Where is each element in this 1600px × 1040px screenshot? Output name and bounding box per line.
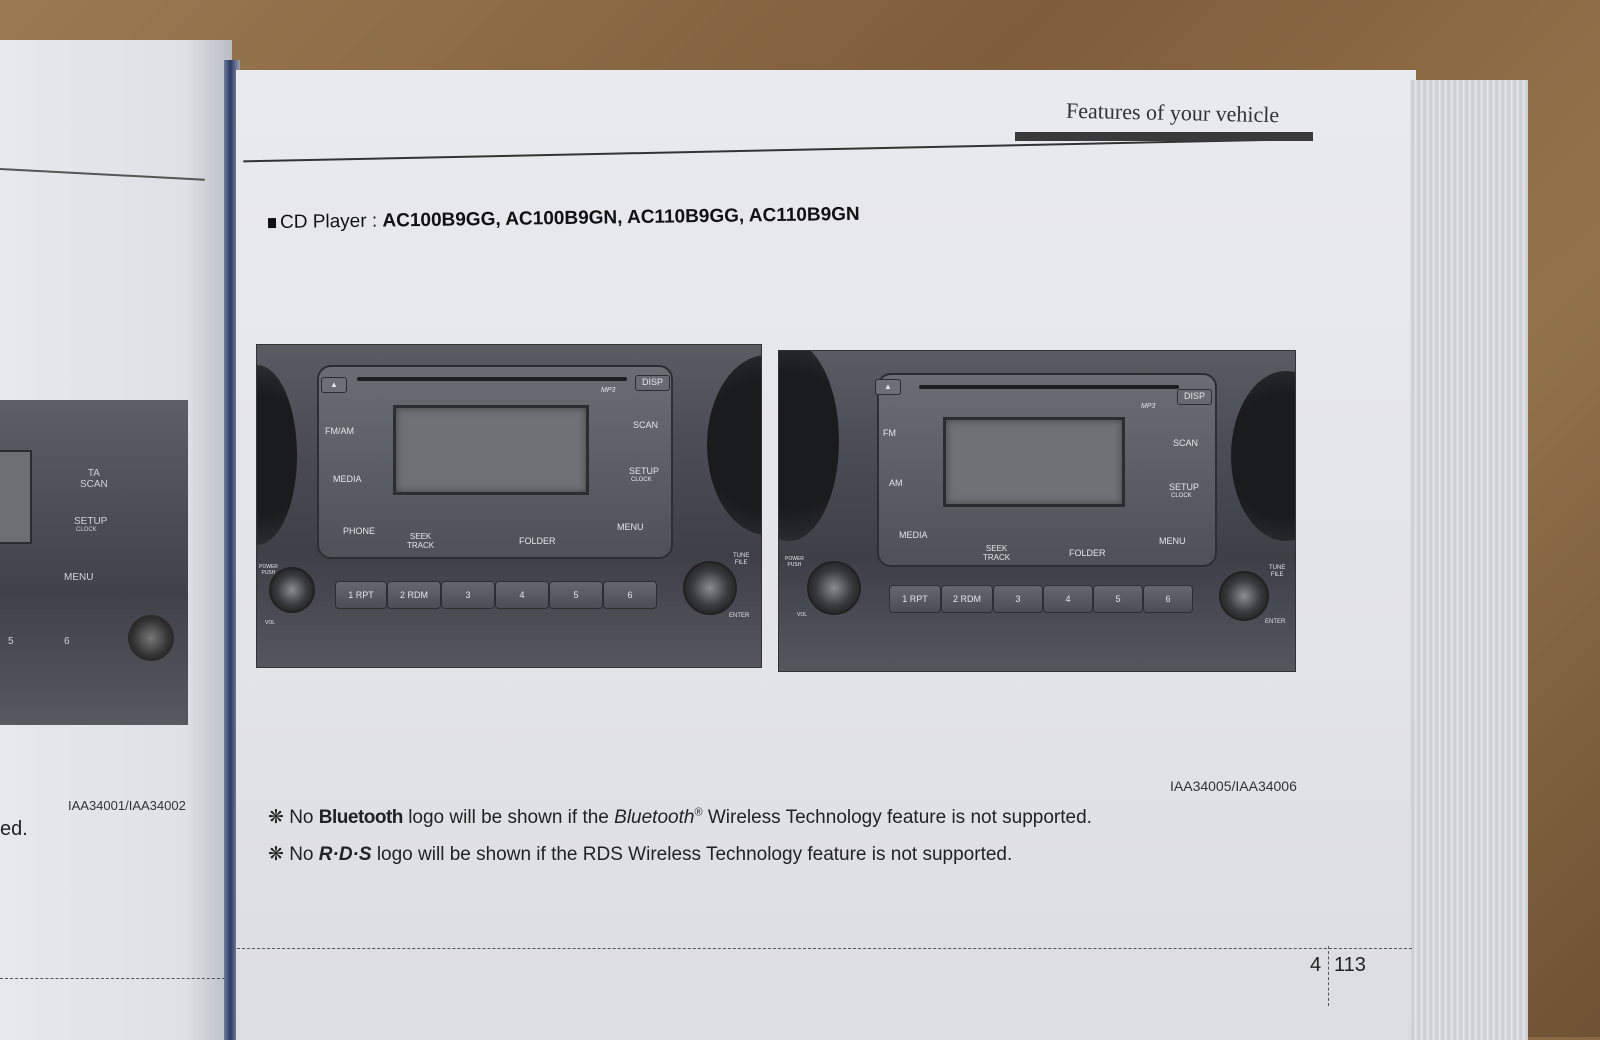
disp-button-b: DISP	[1177, 389, 1213, 405]
setup-sub-a: CLOCK	[631, 477, 652, 483]
menu-button-b: MENU	[1159, 536, 1186, 546]
left-ta-scan-label: TA SCAN	[80, 468, 108, 490]
speaker-right-b	[1231, 371, 1295, 541]
bluetooth-logo: Bluetooth	[318, 807, 404, 828]
setup-sub-b: CLOCK	[1171, 493, 1192, 499]
page-number-separator	[1328, 946, 1329, 1006]
left-bottom-rule	[0, 978, 225, 979]
left-trailing-text: ed.	[0, 818, 28, 840]
radio-image-a: ▲ DISP MP3 FM/AM MEDIA PHONE SCAN SETUP …	[256, 344, 762, 668]
seek-track-button-a: SEEK TRACK	[407, 532, 435, 550]
preset-2-a: 2 RDM	[387, 581, 441, 609]
header-title: Features of your vehicle	[1065, 97, 1280, 128]
speaker-left-b	[779, 351, 839, 541]
media-button-a: MEDIA	[333, 474, 362, 484]
chapter-number: 4	[1310, 954, 1322, 976]
note-2-mark: ❋ No	[268, 844, 319, 865]
power-label-a: POWER PUSH	[259, 564, 278, 576]
preset-3-b: 3	[993, 585, 1043, 613]
note-1-mark: ❋ No	[268, 807, 319, 828]
preset-4-a: 4	[495, 581, 549, 609]
tune-knob-a	[683, 561, 737, 615]
preset-6-b: 6	[1143, 585, 1193, 613]
lcd-screen-b	[943, 417, 1125, 507]
left-radio-screen	[0, 450, 32, 544]
left-menu-label: MENU	[64, 572, 94, 583]
header-bar	[1015, 132, 1313, 141]
setup-button-b: SETUP	[1169, 482, 1200, 492]
enter-label-a: ENTER	[729, 613, 750, 619]
image-code: IAA34005/IAA34006	[1170, 778, 1297, 794]
phone-button-a: PHONE	[343, 526, 376, 536]
fm-button-b: FM	[883, 428, 896, 438]
eject-button-a: ▲	[321, 377, 347, 393]
page-edges	[1410, 80, 1528, 1040]
note-2-mid: logo will be shown if the	[371, 844, 583, 865]
note-2-rest: RDS Wireless Technology feature is not s…	[582, 844, 1013, 865]
media-button-b: MEDIA	[899, 530, 928, 540]
note-1-italic: Bluetooth	[614, 807, 695, 828]
page-number: 113	[1334, 954, 1366, 976]
cd-slot-b	[919, 385, 1179, 389]
lcd-screen-a	[393, 405, 589, 495]
note-rds: ❋ No R·D·S logo will be shown if the RDS…	[268, 843, 1012, 866]
scan-button-b: SCAN	[1173, 438, 1199, 448]
left-preset-5: 5	[8, 636, 14, 647]
preset-4-b: 4	[1043, 585, 1093, 613]
seek-track-button-b: SEEK TRACK	[983, 544, 1011, 562]
folder-button-a: FOLDER	[519, 536, 556, 546]
preset-6-a: 6	[603, 581, 657, 609]
vol-label-b: VOL	[797, 612, 808, 618]
rds-logo: R·D·S	[318, 844, 372, 865]
vol-label-a: VOL	[265, 620, 276, 626]
am-button-b: AM	[889, 478, 903, 488]
tune-label-a: TUNE FILE	[733, 553, 750, 566]
power-label-b: POWER PUSH	[785, 556, 804, 568]
speaker-left-a	[257, 365, 297, 545]
volume-knob-a	[269, 567, 315, 613]
preset-1-b: 1 RPT	[889, 585, 941, 613]
disp-button-a: DISP	[635, 375, 671, 391]
eject-button-b: ▲	[875, 379, 901, 395]
left-setup-label: SETUP	[74, 516, 108, 527]
cd-slot-a	[357, 377, 627, 381]
footer-rule	[232, 948, 1412, 949]
left-page: TA SCAN SETUP CLOCK MENU 5 6 IAA34001/IA…	[0, 40, 232, 1040]
radio-image-b: ▲ DISP MP3 FM AM MEDIA SCAN SETUP CLOCK …	[778, 350, 1296, 672]
left-radio-knob	[128, 615, 174, 661]
enter-label-b: ENTER	[1265, 619, 1286, 625]
preset-1-a: 1 RPT	[335, 581, 387, 609]
tune-knob-b	[1219, 571, 1269, 621]
setup-button-a: SETUP	[629, 466, 660, 476]
note-1-mid: logo will be shown if the	[402, 807, 615, 828]
mp3-label-b: MP3	[1141, 403, 1156, 410]
preset-3-a: 3	[441, 581, 495, 609]
fm-am-button-a: FM/AM	[325, 426, 354, 436]
note-1-rest: Wireless Technology feature is not suppo…	[702, 807, 1092, 828]
left-header-rule	[0, 168, 205, 181]
preset-5-a: 5	[549, 581, 603, 609]
note-bluetooth: ❋ No Bluetooth logo will be shown if the…	[268, 806, 1092, 829]
section-bullet	[267, 218, 277, 229]
tune-label-b: TUNE FILE	[1269, 565, 1286, 578]
left-setup-sub-label: CLOCK	[76, 527, 97, 533]
left-preset-6: 6	[64, 636, 70, 647]
menu-button-a: MENU	[617, 522, 644, 532]
scan-button-a: SCAN	[633, 420, 659, 430]
preset-2-b: 2 RDM	[941, 585, 993, 613]
left-image-code: IAA34001/IAA34002	[68, 798, 186, 813]
volume-knob-b	[807, 561, 861, 615]
folder-button-b: FOLDER	[1069, 548, 1106, 558]
section-title-prefix: CD Player :	[279, 210, 383, 233]
left-radio-image: TA SCAN SETUP CLOCK MENU 5 6	[0, 400, 188, 725]
mp3-label-a: MP3	[601, 387, 616, 394]
note-1-sup: ®	[694, 806, 703, 819]
speaker-right-a	[707, 355, 761, 535]
preset-5-b: 5	[1093, 585, 1143, 613]
